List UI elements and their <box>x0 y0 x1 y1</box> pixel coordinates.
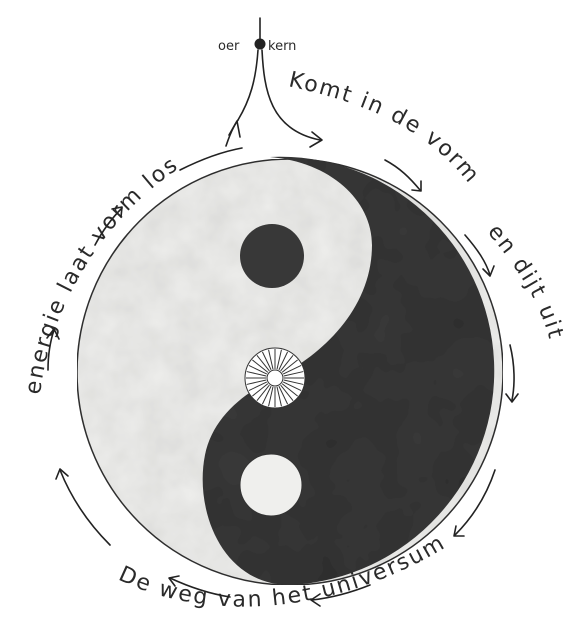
arrow-left-1 <box>60 470 110 545</box>
light-dot <box>240 454 302 516</box>
arrow-right-2 <box>510 345 514 400</box>
oer-label: oer <box>218 39 240 54</box>
center-sun-icon <box>245 348 305 408</box>
kern-label: kern <box>268 39 296 54</box>
dark-dot <box>240 224 304 288</box>
